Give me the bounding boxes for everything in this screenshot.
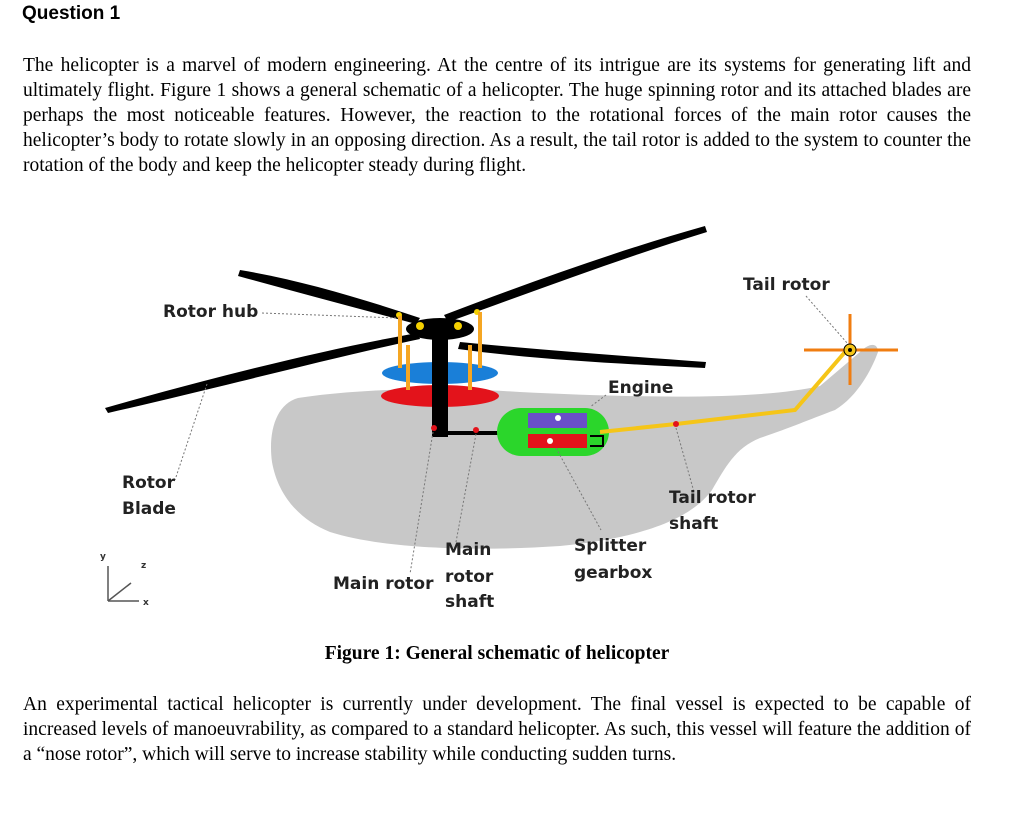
label-main-rotor-shaft-line-1: Main: [445, 540, 491, 560]
leader-lines: [174, 295, 849, 575]
gearbox-gear: [547, 438, 553, 444]
main-rotor-shaft: [432, 333, 448, 437]
rotor-blade-left: [105, 333, 420, 413]
axis-triad: y z x: [100, 552, 149, 608]
rotor-blade-front-right: [458, 342, 706, 368]
helicopter-schematic: Rotor hub Tail rotor Engine Rotor Blade …: [100, 226, 898, 612]
hub-joint: [454, 322, 462, 330]
label-rotor-blade-line-2: Blade: [122, 499, 176, 519]
shaft-bearing: [431, 425, 437, 431]
label-tail-rotor-shaft-line-1: Tail rotor: [669, 488, 756, 508]
figure-caption: Figure 1: General schematic of helicopte…: [324, 643, 670, 664]
tail-rotor: [804, 314, 898, 385]
label-engine: Engine: [608, 378, 673, 398]
splitter-gearbox: [528, 434, 587, 448]
nose-rotor-paragraph: An experimental tactical helicopter is c…: [23, 694, 971, 765]
hub-joint: [416, 322, 424, 330]
gearbox-gear: [555, 415, 561, 421]
label-tail-rotor: Tail rotor: [743, 275, 830, 295]
tail-rotor-shaft: [599, 350, 847, 434]
pitch-links: [398, 312, 482, 390]
label-main-rotor: Main rotor: [333, 574, 434, 594]
label-rotor-hub: Rotor hub: [163, 302, 258, 322]
label-splitter-gearbox-line-1: Splitter: [574, 536, 647, 556]
intro-paragraph: The helicopter is a marvel of modern eng…: [23, 55, 971, 176]
rotor-blade-back-left: [238, 270, 420, 324]
label-splitter-gearbox-line-2: gearbox: [574, 563, 652, 583]
label-rotor-blade-line-1: Rotor: [122, 473, 176, 493]
drive-shaft-joint: [473, 427, 479, 433]
rotor-blade-right: [444, 226, 707, 322]
tail-shaft-joint: [673, 421, 679, 427]
question-heading: Question 1: [22, 3, 121, 24]
axis-label-x: x: [143, 598, 149, 608]
label-main-rotor-shaft-line-3: shaft: [445, 592, 494, 612]
label-main-rotor-shaft-line-2: rotor: [445, 567, 494, 587]
axis-label-z: z: [141, 561, 146, 571]
axis-label-y: y: [100, 552, 106, 562]
gearbox-linkage: [590, 435, 604, 447]
label-tail-rotor-shaft-line-2: shaft: [669, 514, 718, 534]
